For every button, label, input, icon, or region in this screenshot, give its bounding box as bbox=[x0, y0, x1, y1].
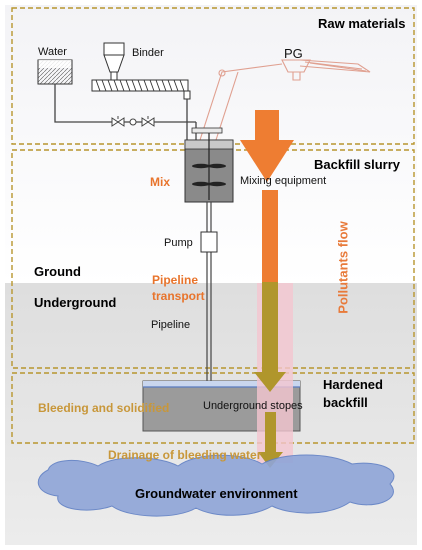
pipeline-label: Pipeline bbox=[151, 319, 191, 331]
screw-conveyor-icon bbox=[91, 79, 191, 100]
hardened-backfill-box bbox=[11, 372, 415, 444]
pipeline-transport-label-line2: transport bbox=[152, 289, 205, 303]
water-label: Water bbox=[38, 46, 67, 58]
pump-label: Pump bbox=[164, 237, 193, 249]
hardened-backfill-label-line2: backfill bbox=[323, 395, 368, 410]
mixer-tank-icon bbox=[184, 127, 234, 203]
drainage-label: Drainage of bleeding water bbox=[108, 448, 262, 462]
pump-icon bbox=[200, 231, 218, 253]
backfill-slurry-label: Backfill slurry bbox=[314, 157, 400, 172]
water-tank-icon bbox=[37, 59, 73, 85]
pg-label: PG bbox=[284, 46, 303, 61]
groundwater-label: Groundwater environment bbox=[135, 486, 298, 501]
groundwater-pool bbox=[37, 454, 395, 517]
underground-stopes-label: Underground stopes bbox=[203, 400, 303, 412]
mixing-equipment-label: Mixing equipment bbox=[240, 175, 327, 187]
valve-icon bbox=[111, 116, 155, 127]
pollutants-flow-label: Pollutants flow bbox=[335, 221, 351, 314]
pipeline-transport-label-line1: Pipeline bbox=[152, 273, 199, 287]
hardened-backfill-label-line1: Hardened bbox=[323, 377, 383, 392]
binder-hopper-icon bbox=[103, 42, 125, 81]
raw-materials-label: Raw materials bbox=[318, 16, 406, 31]
mix-label: Mix bbox=[150, 175, 171, 189]
underground-label: Underground bbox=[34, 295, 117, 310]
binder-label: Binder bbox=[132, 47, 164, 59]
bleeding-solidified-label: Bleeding and solidified bbox=[38, 401, 170, 415]
pg-flow-arrow bbox=[240, 110, 294, 182]
ground-label: Ground bbox=[34, 264, 81, 279]
